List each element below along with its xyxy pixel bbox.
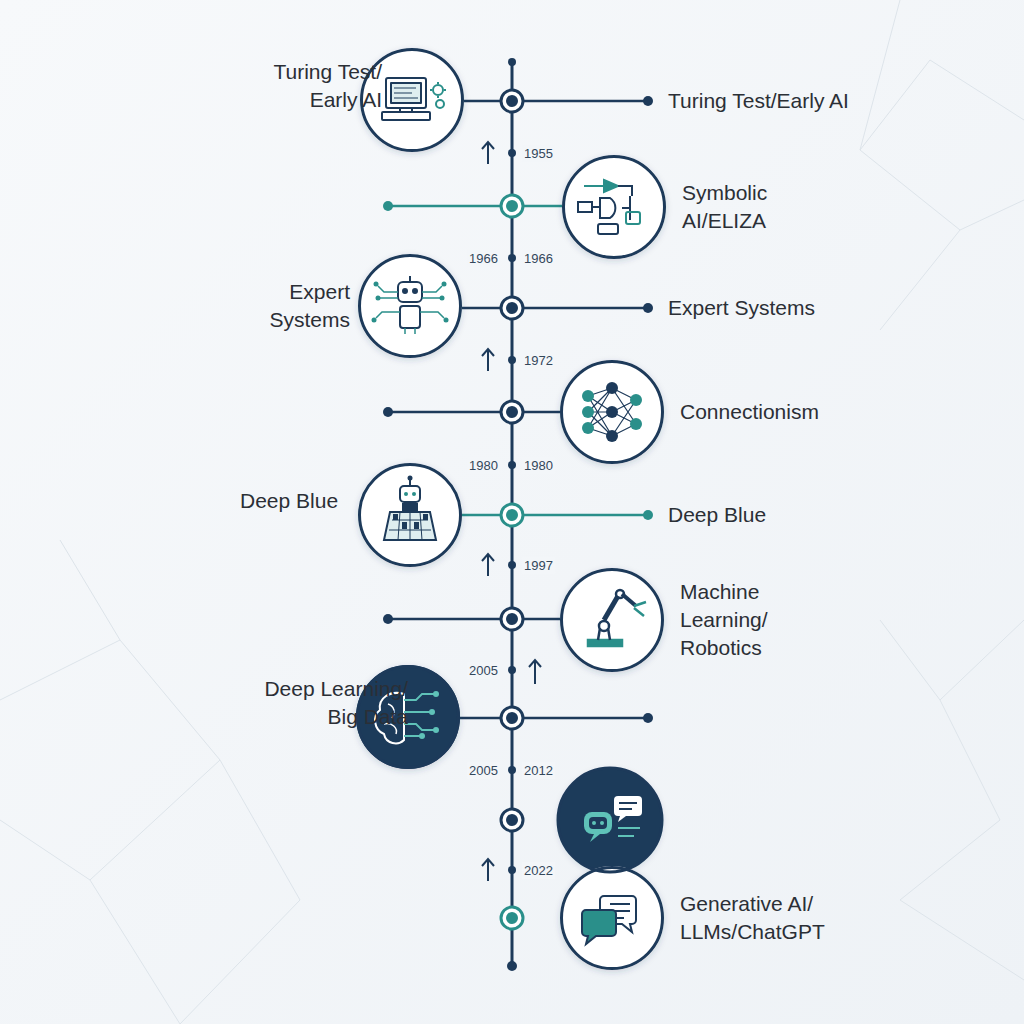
milestone-circle: Machine Learning/ Robotics (560, 568, 664, 672)
year-label: 1955 (522, 145, 555, 162)
milestone-dots (501, 90, 523, 929)
milestone-label: Machine Learning/ Robotics (680, 578, 768, 662)
year-label: 1980 (522, 457, 555, 474)
year-label: 1972 (522, 352, 555, 369)
branch-label: Expert Systems (668, 296, 815, 320)
milestone-label: Connectionism (680, 398, 819, 426)
year-label: 1997 (522, 557, 555, 574)
chat-circle (558, 768, 662, 872)
year-label: 2012 (522, 762, 555, 779)
milestone-label: Deep Blue (240, 487, 338, 515)
milestone-circle: Expert Systems (358, 254, 462, 358)
year-label: 2022 (522, 862, 555, 879)
neural-net-icon (582, 382, 642, 442)
year-label: 1966 (467, 250, 500, 267)
milestone-circle: Turing Test/ Early AI (360, 48, 464, 152)
milestone-circle: Deep Blue (358, 463, 462, 567)
chatbot-icon (584, 796, 642, 842)
milestone-circle: Symbolic AI/ELIZA (562, 155, 666, 259)
branch-label: Deep Blue (668, 503, 766, 527)
milestone-circle: Deep Learning/ Big Data (356, 665, 460, 769)
icon-disks (356, 48, 666, 970)
milestone-label: Symbolic AI/ELIZA (682, 179, 767, 235)
milestone-label: Turing Test/ Early AI (242, 58, 382, 114)
branch-label: Turing Test/Early AI (668, 89, 849, 113)
milestone-circle: Generative AI/ LLMs/ChatGPT (560, 866, 664, 970)
year-label: 2005 (467, 762, 500, 779)
robot-arm-icon (588, 590, 646, 646)
milestone-label: Expert Systems (240, 278, 350, 334)
year-label: 1966 (522, 250, 555, 267)
milestone-circle: Connectionism (560, 360, 664, 464)
year-label: 2005 (467, 662, 500, 679)
logic-icon (578, 180, 640, 234)
milestone-label: Deep Learning/ Big Data (238, 675, 408, 731)
year-label: 1980 (467, 457, 500, 474)
robot-circuit-icon (372, 276, 449, 334)
chess-icon (384, 476, 436, 541)
milestone-label: Generative AI/ LLMs/ChatGPT (680, 890, 825, 946)
chat-bubbles-icon (582, 896, 636, 944)
computer-icon (382, 78, 446, 120)
